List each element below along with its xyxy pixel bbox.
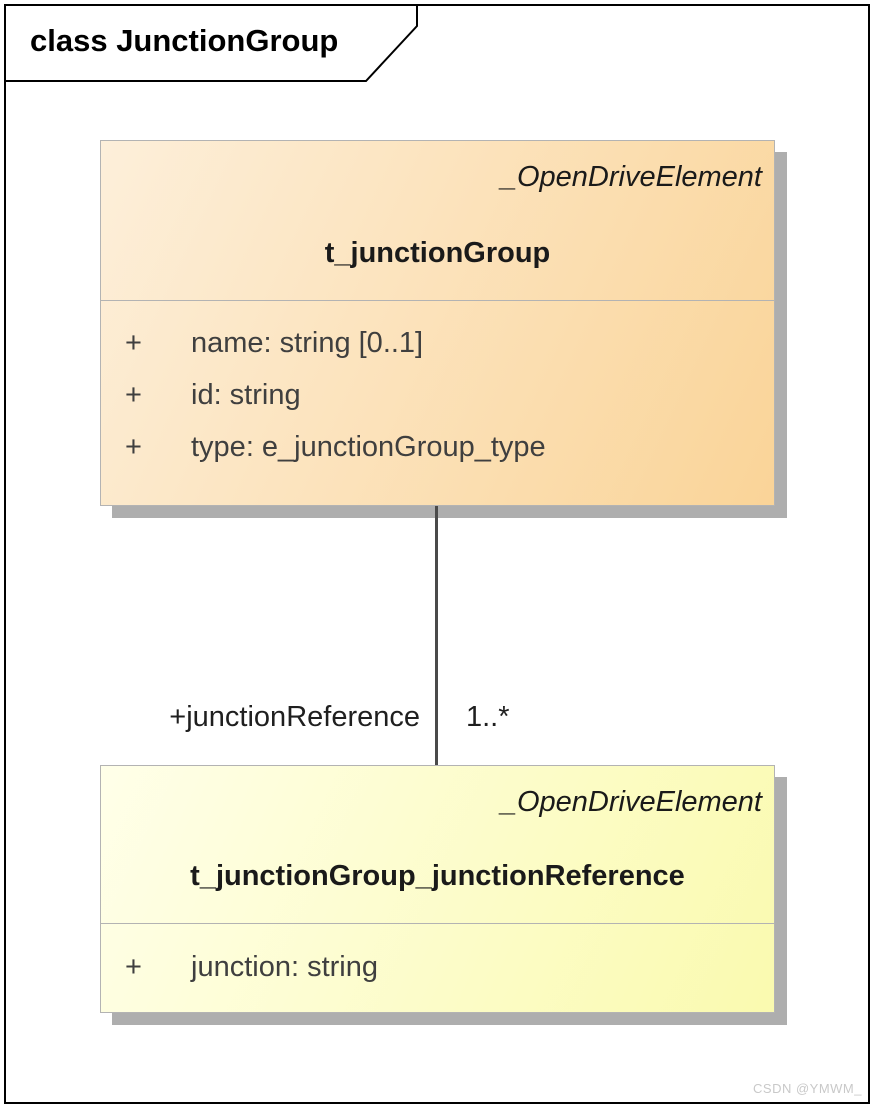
class-box-t_junctionGroup_junctionReference[interactable]: _OpenDriveElement t_junctionGroup_juncti… — [100, 765, 775, 1013]
attribute-text: id: string — [191, 378, 301, 411]
stereotype-label: _OpenDriveElement — [500, 161, 762, 193]
class-name: t_junctionGroup — [324, 237, 551, 269]
attribute-row: + junction: string — [101, 941, 774, 993]
attribute-row: + id: string — [101, 369, 774, 421]
visibility-symbol: + — [125, 950, 142, 983]
association-role-label: +junctionReference — [169, 701, 420, 733]
association-multiplicity-label: 1..* — [466, 701, 510, 733]
attribute-text: type: e_junctionGroup_type — [191, 430, 546, 463]
visibility-symbol: + — [125, 430, 142, 463]
frame-title: class JunctionGroup — [30, 23, 339, 58]
attribute-row: + name: string [0..1] — [101, 317, 774, 369]
class-name: t_junctionGroup_junctionReference — [190, 860, 685, 892]
frame-tab — [4, 4, 418, 82]
stereotype-label: _OpenDriveElement — [500, 786, 762, 818]
attribute-text: junction: string — [191, 950, 378, 983]
class-box-t_junctionGroup[interactable]: _OpenDriveElement t_junctionGroup + name… — [100, 140, 775, 506]
attributes-section: + junction: string — [101, 941, 774, 993]
attributes-section: + name: string [0..1] + id: string + typ… — [101, 317, 774, 473]
compartment-divider — [101, 923, 774, 924]
watermark: CSDN @YMWM_ — [753, 1081, 862, 1096]
compartment-divider — [101, 300, 774, 301]
association-line[interactable] — [435, 506, 438, 765]
visibility-symbol: + — [125, 326, 142, 359]
visibility-symbol: + — [125, 378, 142, 411]
diagram-frame — [4, 4, 870, 1104]
attribute-row: + type: e_junctionGroup_type — [101, 421, 774, 473]
attribute-text: name: string [0..1] — [191, 326, 424, 359]
